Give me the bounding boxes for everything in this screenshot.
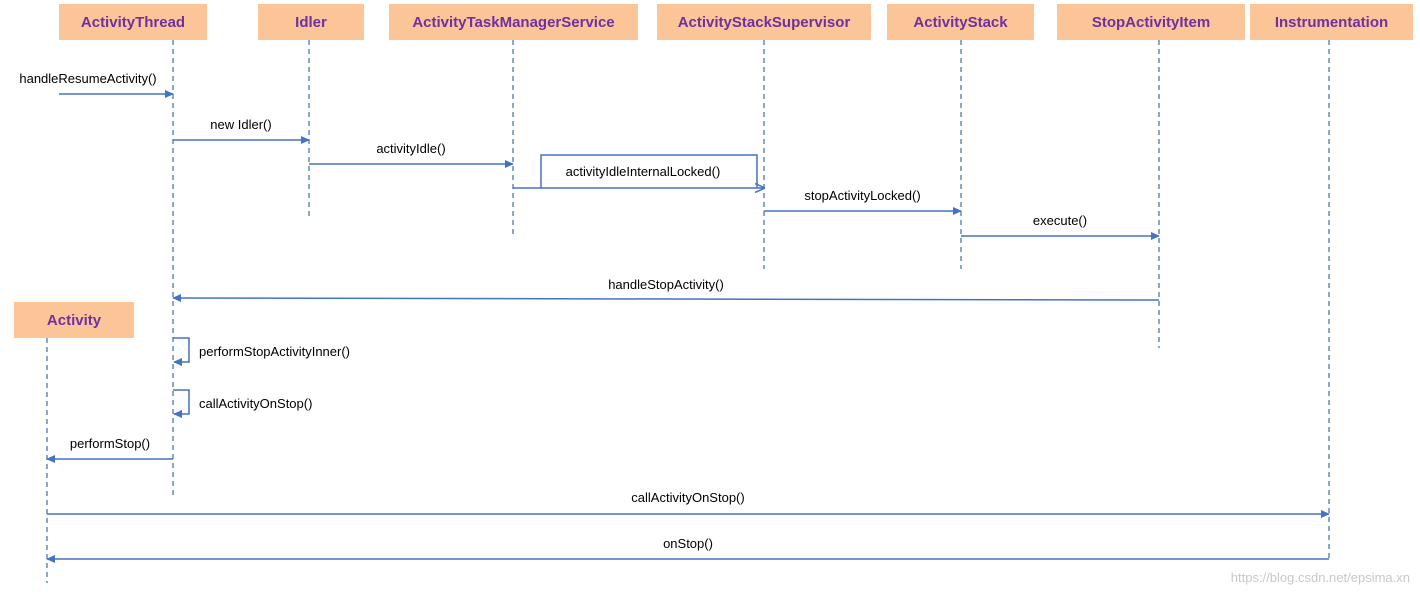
message-m1: handleResumeActivity() [19,71,174,99]
message-arrow [172,293,1160,303]
lifeline-atms: ActivityTaskManagerService [389,4,638,237]
message-label: handleStopActivity() [608,277,724,292]
lifeline-label: ActivityThread [81,14,185,31]
message-label: new Idler() [210,117,271,132]
message-m9: callActivityOnStop() [173,389,312,419]
message-m10: performStop() [46,436,173,464]
message-label: activityIdleInternalLocked() [566,164,721,179]
message-label: execute() [1033,213,1087,228]
lifeline-supervisor: ActivityStackSupervisor [657,4,871,269]
lifeline-activity-thread: ActivityThread [59,4,207,497]
message-m7: handleStopActivity() [172,277,1160,303]
lifeline-label: StopActivityItem [1092,14,1210,31]
lifeline-label: Activity [47,312,102,329]
lifeline-header-box [59,4,207,40]
lifeline-header-box [1250,4,1413,40]
self-call-arrow [173,337,190,367]
lifeline-stop-item: StopActivityItem [1057,4,1245,348]
lifeline-instrumentation: Instrumentation [1250,4,1413,561]
message-frame [540,154,758,188]
lifeline-header-box [887,4,1034,40]
message-m2: new Idler() [173,117,310,145]
message-label: activityIdle() [376,141,445,156]
message-label: performStopActivityInner() [199,344,350,359]
lifeline-label: Instrumentation [1275,14,1388,31]
lifeline-header-box [657,4,871,40]
message-label: callActivityOnStop() [199,396,312,411]
lifeline-header-box [1057,4,1245,40]
watermark: https://blog.csdn.net/epsima.xn [1231,570,1410,585]
message-m4: activityIdleInternalLocked() [513,154,764,188]
self-call-arrow [173,389,190,419]
message-label: callActivityOnStop() [631,490,744,505]
message-label: onStop() [663,536,713,551]
lifeline-header-box [14,302,134,338]
message-label: stopActivityLocked() [804,188,920,203]
message-m12: onStop() [46,536,1329,564]
lifeline-activity-stack: ActivityStack [887,4,1034,269]
lifeline-label: ActivityTaskManagerService [412,14,614,31]
message-m8: performStopActivityInner() [173,337,350,367]
lifeline-header-box [258,4,364,40]
message-m11: callActivityOnStop() [47,490,1330,519]
message-label: handleResumeActivity() [19,71,156,86]
message-label: performStop() [70,436,150,451]
message-m6: execute() [961,213,1160,241]
lifeline-header-box [389,4,638,40]
message-m5: stopActivityLocked() [764,188,962,216]
lifeline-activity: Activity [14,302,134,583]
lifelines: ActivityThread Idler ActivityTaskManagerSe… [14,4,1413,583]
lifeline-label: ActivityStack [913,14,1008,31]
messages: handleResumeActivity() new Idler() activit… [19,71,1330,564]
lifeline-idler: Idler [258,4,364,220]
lifeline-label: ActivityStackSupervisor [678,14,851,31]
lifeline-label: Idler [295,14,327,31]
message-m3: activityIdle() [309,141,514,169]
